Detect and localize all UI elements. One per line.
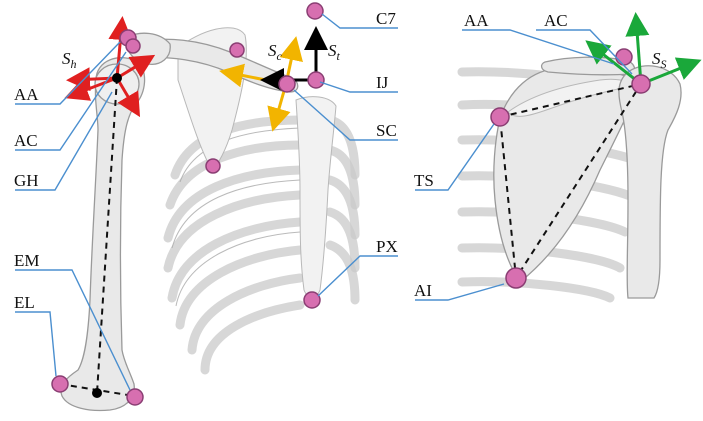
axis-label-clavicle: Sc	[268, 41, 283, 63]
marker-px	[304, 292, 320, 308]
label-gh: GH	[14, 171, 39, 190]
label-ts: TS	[414, 171, 434, 190]
marker-ai	[506, 268, 526, 288]
marker-c7	[307, 3, 323, 19]
marker-ts	[491, 108, 509, 126]
label-aa-right: AA	[464, 11, 489, 30]
label-ij: IJ	[376, 73, 389, 92]
label-ac-right: AC	[544, 11, 568, 30]
label-px: PX	[376, 237, 398, 256]
marker-aa-right	[616, 49, 632, 65]
axis-label-humerus: Sh	[62, 49, 77, 71]
marker-scapula-top	[230, 43, 244, 57]
marker-el	[52, 376, 68, 392]
axis-label-scapula: SS	[652, 49, 667, 71]
marker-scapula-inferior	[206, 159, 220, 173]
label-sc: SC	[376, 121, 397, 140]
sternum	[296, 97, 336, 298]
axis-label-thorax: St	[328, 41, 341, 63]
label-em: EM	[14, 251, 40, 270]
marker-sc	[279, 76, 295, 92]
marker-ac-left	[126, 39, 140, 53]
label-el: EL	[14, 293, 35, 312]
marker-em	[127, 389, 143, 405]
marker-ij	[308, 72, 324, 88]
humerus-right	[619, 66, 681, 298]
marker-ac-right	[632, 75, 650, 93]
label-ac-left: AC	[14, 131, 38, 150]
label-aa-left: AA	[14, 85, 39, 104]
label-c7: C7	[376, 9, 396, 28]
humerus	[61, 58, 145, 411]
elbow-center-dot	[92, 388, 102, 398]
label-ai: AI	[414, 281, 432, 300]
